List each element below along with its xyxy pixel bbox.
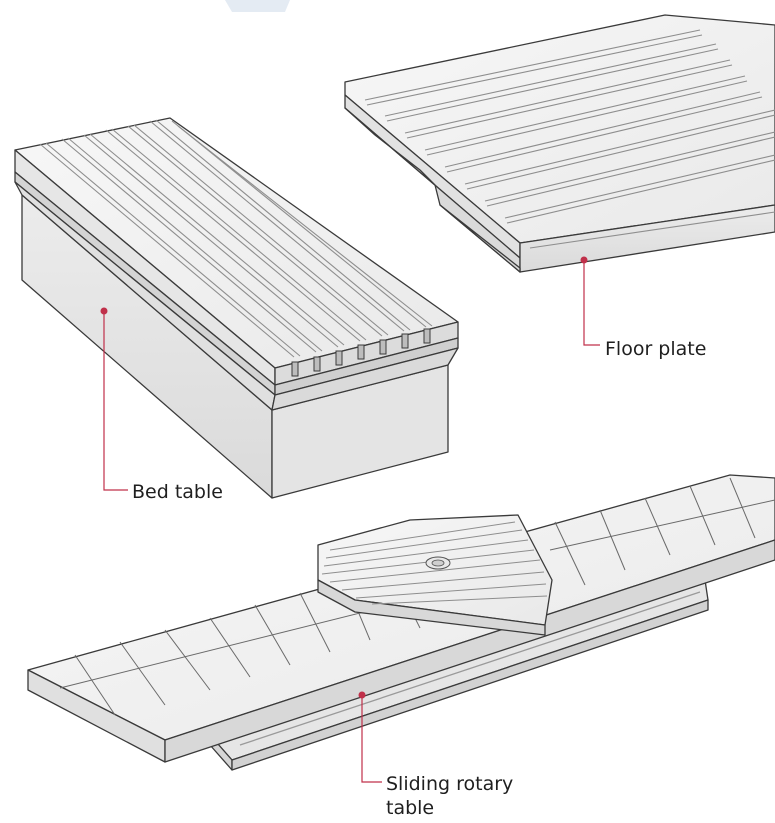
floor-plate-leader <box>583 260 600 346</box>
sliding-rotary-leader-dot <box>358 691 366 699</box>
sliding-rotary-table-label-line2: table <box>386 797 435 819</box>
floor-plate-label: Floor plate <box>605 338 707 360</box>
rotary-pallet-grooves <box>321 521 548 605</box>
floor-plate-illustration <box>344 14 775 273</box>
top-edge-artifact <box>225 0 290 12</box>
floor-plate-grooves <box>364 29 775 249</box>
sliding-rotary-leader <box>361 695 382 783</box>
sliding-rotary-table-label-line1: Sliding rotary <box>386 773 514 795</box>
bed-table-illustration <box>14 117 459 499</box>
bed-table-notches <box>291 328 431 377</box>
bed-table-leader-dot <box>100 307 108 315</box>
rail-base-illustration <box>209 579 709 771</box>
bed-table-label: Bed table <box>132 481 223 503</box>
bed-table-leader <box>103 311 128 491</box>
bed-table-grooves <box>39 119 433 358</box>
floor-plate-leader-dot <box>580 256 588 264</box>
sliding-rotary-table-label: Sliding rotary table <box>386 772 513 820</box>
